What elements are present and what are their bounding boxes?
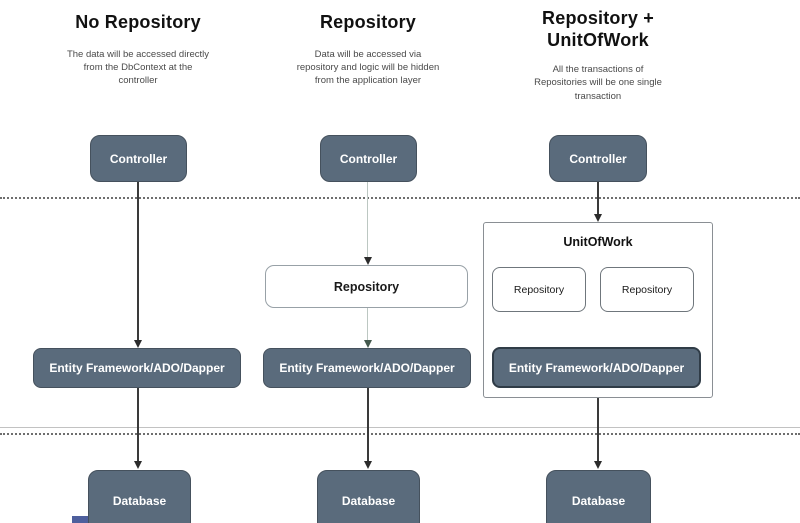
column-description-repository-unitofwork: All the transactions of Repositories wil…	[534, 64, 662, 102]
arrow-line-col2-ef-to-db	[367, 388, 369, 461]
arrowhead-col3-db	[593, 461, 602, 469]
repository-node-col2: Repository	[265, 265, 468, 308]
repository-node-uow-right: Repository	[600, 267, 694, 312]
column-description-no-repository: The data will be accessed directly from …	[66, 48, 210, 87]
arrow-line-col3-uow-to-db	[597, 398, 599, 461]
bottom-solid-line	[0, 427, 800, 428]
arrow-line-col1-ef-to-db	[137, 388, 139, 461]
column-description-repository: Data will be accessed via repository and…	[296, 48, 440, 87]
arrowhead-col3-uow	[593, 214, 602, 222]
database-label: Database	[571, 494, 626, 508]
layer-divider-top	[0, 197, 800, 199]
repository-node-uow-left: Repository	[492, 267, 586, 312]
database-node-col2: Database	[317, 470, 420, 523]
database-label: Database	[112, 494, 167, 508]
column-repository-header: Repository Data will be accessed via rep…	[248, 12, 488, 87]
database-label: Database	[341, 494, 396, 508]
database-node-col1: Database	[88, 470, 191, 523]
column-repository-uow-header: Repository + UnitOfWork All the transact…	[478, 8, 718, 103]
arrow-line-col1-controller-to-ef	[137, 182, 139, 341]
arrowhead-col2-ef	[363, 340, 372, 348]
controller-label: Controller	[569, 151, 627, 166]
ef-node-col3: Entity Framework/ADO/Dapper	[492, 347, 701, 388]
database-node-col3: Database	[546, 470, 651, 523]
layer-divider-bottom	[0, 433, 800, 435]
arrowhead-col2-db	[363, 461, 372, 469]
controller-label: Controller	[109, 151, 168, 166]
column-no-repository-header: No Repository The data will be accessed …	[10, 12, 266, 87]
column-title-no-repository: No Repository	[75, 12, 201, 32]
arrow-line-col3-controller-to-uow	[597, 182, 599, 214]
arrowhead-col2-repo	[363, 257, 372, 265]
arrow-line-col2-repo-to-ef	[367, 308, 368, 340]
arrowhead-col1-db	[133, 461, 142, 469]
controller-node-col3: Controller	[549, 135, 647, 182]
column-title-repository: Repository	[319, 12, 417, 32]
ef-node-col1: Entity Framework/ADO/Dapper	[33, 348, 241, 388]
arrowhead-col1-ef	[133, 340, 142, 348]
unitofwork-label: UnitOfWork	[563, 235, 633, 249]
repository-label: Repository	[513, 283, 565, 296]
column-title-repository-unitofwork: Repository + UnitOfWork	[542, 8, 654, 50]
arrow-line-col2-controller-to-repo	[367, 182, 368, 257]
repository-label: Repository	[333, 279, 400, 294]
controller-node-col1: Controller	[90, 135, 187, 182]
ef-label: Entity Framework/ADO/Dapper	[508, 360, 685, 375]
controller-node-col2: Controller	[320, 135, 417, 182]
ef-node-col2: Entity Framework/ADO/Dapper	[263, 348, 471, 388]
ef-label: Entity Framework/ADO/Dapper	[49, 361, 225, 375]
controller-label: Controller	[339, 151, 398, 166]
ef-label: Entity Framework/ADO/Dapper	[279, 361, 455, 375]
repository-label: Repository	[621, 283, 673, 296]
